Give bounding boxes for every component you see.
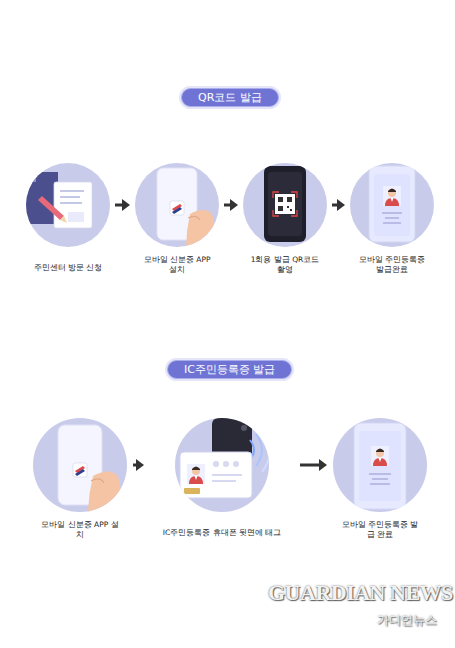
section-title: QR코드 발급 <box>198 91 262 104</box>
mobile-id-illustration <box>350 163 434 247</box>
process-step: IC주민등록증 휴대폰 뒷면에 태그 <box>147 418 297 539</box>
section-pill: QR코드 발급 <box>181 88 279 107</box>
process-step: 모바일 신분증 APP 설치 <box>30 418 130 541</box>
qr-scan-illustration <box>243 163 327 247</box>
watermark: GUARDIAN NEWS <box>268 580 453 606</box>
visit-illustration <box>24 163 110 247</box>
process-step: 모바일 주민등록증 발급완료 <box>348 163 436 276</box>
process-step: 모바일 신분증 APP 설치 <box>133 163 221 276</box>
step-label: IC주민등록증 휴대폰 뒷면에 태그 <box>163 528 282 538</box>
flow-arrow <box>224 199 238 211</box>
watermark: 가디언뉴스 <box>377 612 437 629</box>
section-title: IC주민등록증 발급 <box>184 363 275 376</box>
ic-tag-illustration <box>175 418 270 512</box>
step-label: 주민센터 방문 신청 <box>34 263 103 273</box>
mobile-id-illustration <box>333 418 427 512</box>
step-label: 모바일 주민등록증 발급 완료 <box>340 520 420 540</box>
section-pill: IC주민등록증 발급 <box>167 360 292 379</box>
step-label: 모바일 신분증 APP 설치 <box>40 520 120 540</box>
process-step: 주민센터 방문 신청 <box>24 163 112 274</box>
flow-arrow <box>115 199 130 211</box>
process-step: 1회용 발급 QR코드 촬영 <box>241 163 329 276</box>
step-label: 1회용 발급 QR코드 촬영 <box>248 255 322 275</box>
flow-arrow <box>133 459 144 471</box>
app-install-illustration <box>33 418 127 516</box>
process-step: 모바일 주민등록증 발급 완료 <box>330 418 430 541</box>
app-install-illustration <box>135 163 220 250</box>
flow-arrow <box>332 199 345 211</box>
flow-arrow <box>300 459 327 471</box>
step-label: 모바일 주민등록증 발급완료 <box>355 255 429 275</box>
step-label: 모바일 신분증 APP 설치 <box>140 255 214 275</box>
